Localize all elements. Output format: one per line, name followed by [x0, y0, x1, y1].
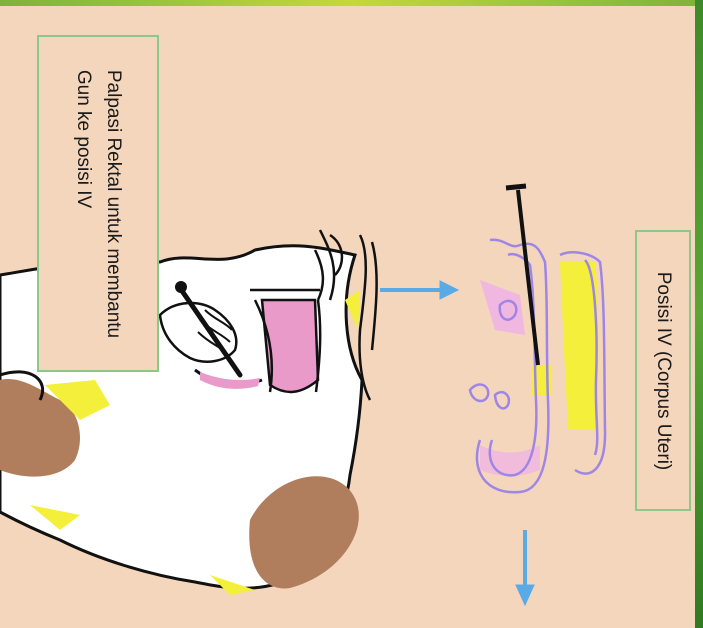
arrow-right — [380, 281, 458, 299]
left-caption-box: Palpasi Rektal untuk membantu Gun ke pos… — [37, 35, 159, 372]
left-caption-line2: Gun ke posisi IV — [68, 69, 98, 337]
arrow-down — [516, 530, 534, 605]
catheter-handle — [506, 186, 526, 188]
left-caption: Palpasi Rektal untuk membantu Gun ke pos… — [68, 69, 128, 337]
right-caption: Posisi IV (Corpus Uteri) — [648, 271, 678, 470]
catheter — [518, 190, 538, 365]
gun-tip — [175, 281, 187, 293]
right-caption-box: Posisi IV (Corpus Uteri) — [635, 230, 691, 511]
tail-right — [359, 235, 376, 400]
left-caption-line1: Palpasi Rektal untuk membantu — [98, 69, 128, 337]
pink-fill — [480, 280, 525, 335]
